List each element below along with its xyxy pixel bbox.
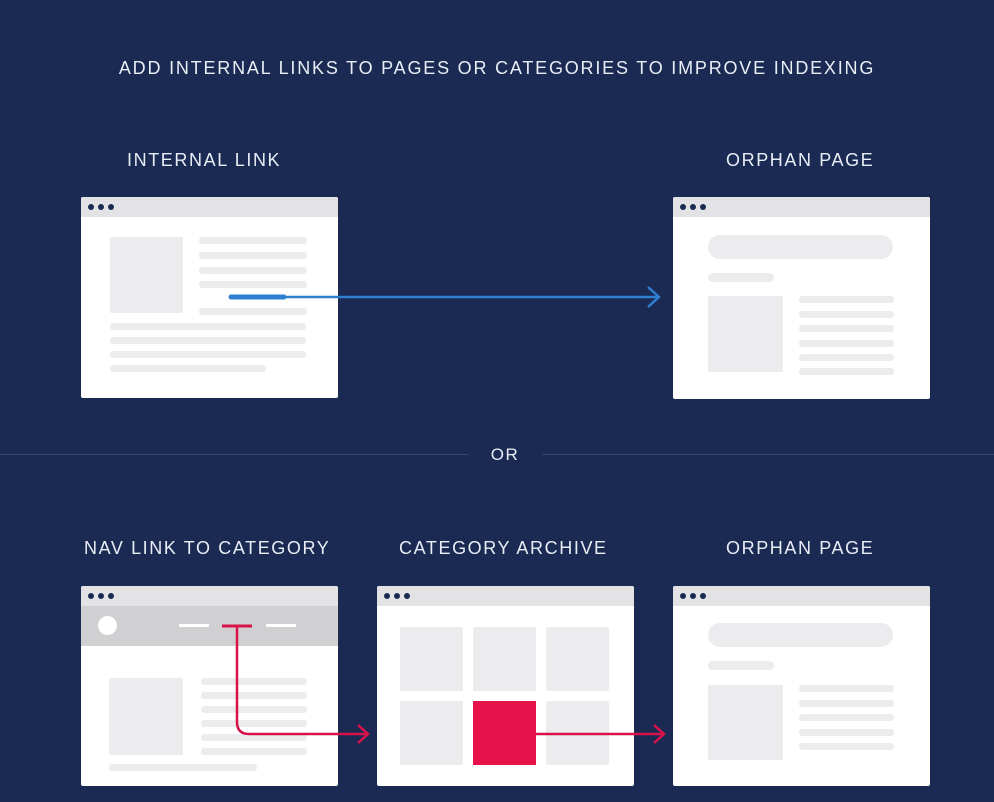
nav-link-label: NAV LINK TO CATEGORY [84, 538, 331, 558]
or-separator: OR [490, 445, 520, 464]
text-line [201, 720, 307, 727]
text-line [799, 685, 894, 692]
image-placeholder [109, 678, 183, 755]
window-dot [88, 593, 94, 599]
text-line [799, 311, 894, 318]
image-placeholder [708, 296, 783, 372]
window-dot [98, 204, 104, 210]
title-placeholder [708, 235, 893, 259]
text-line [799, 729, 894, 736]
divider-left [0, 454, 468, 455]
category-tile [546, 701, 609, 765]
window-dot [108, 593, 114, 599]
orphan-page-window-bottom [673, 586, 930, 786]
window-titlebar [81, 197, 338, 217]
text-line [110, 323, 306, 330]
text-line [799, 743, 894, 750]
window-dot [404, 593, 410, 599]
window-titlebar [377, 586, 634, 606]
category-archive-label: CATEGORY ARCHIVE [399, 538, 608, 558]
text-line [110, 337, 306, 344]
orphan-page-label-top: ORPHAN PAGE [726, 150, 875, 170]
text-line [201, 734, 307, 741]
window-dot [680, 593, 686, 599]
window-dot [690, 593, 696, 599]
window-titlebar [673, 586, 930, 606]
window-dot [700, 593, 706, 599]
subtitle-placeholder [708, 273, 774, 282]
image-placeholder [110, 237, 183, 313]
headline: ADD INTERNAL LINKS TO PAGES OR CATEGORIE… [118, 58, 876, 78]
orphan-page-window-top [673, 197, 930, 399]
category-tile [546, 627, 609, 691]
text-line [199, 308, 307, 315]
nav-item [266, 624, 296, 627]
category-link-arrowhead [653, 724, 666, 744]
text-line [799, 368, 894, 375]
text-line [199, 267, 307, 274]
window-dot [384, 593, 390, 599]
window-dot [680, 204, 686, 210]
internal-link-arrowhead [647, 286, 661, 308]
orphan-page-label-bottom: ORPHAN PAGE [726, 538, 875, 558]
divider-right [542, 454, 994, 455]
text-line [199, 252, 307, 259]
site-navbar [81, 606, 338, 646]
window-dot [700, 204, 706, 210]
text-line [201, 678, 307, 685]
text-line [799, 340, 894, 347]
text-line [799, 296, 894, 303]
category-archive-window [377, 586, 634, 786]
text-line [109, 764, 257, 771]
text-line [799, 354, 894, 361]
text-line [201, 748, 307, 755]
nav-link-arrowhead [357, 724, 370, 744]
logo-circle [98, 616, 117, 635]
text-line [199, 281, 307, 288]
window-dot [690, 204, 696, 210]
title-placeholder [708, 623, 893, 647]
text-line [799, 714, 894, 721]
text-line [799, 325, 894, 332]
highlighted-category-tile [473, 701, 536, 765]
window-dot [108, 204, 114, 210]
image-placeholder [708, 685, 783, 760]
nav-link-page-window [81, 586, 338, 786]
window-titlebar [81, 586, 338, 606]
window-titlebar [673, 197, 930, 217]
window-dot [98, 593, 104, 599]
internal-link-label: INTERNAL LINK [127, 150, 282, 170]
text-line [110, 351, 306, 358]
category-tile [400, 701, 463, 765]
category-tile [473, 627, 536, 691]
window-dot [394, 593, 400, 599]
internal-link-page-window [81, 197, 338, 398]
text-line [199, 237, 307, 244]
text-line [201, 692, 307, 699]
window-dot [88, 204, 94, 210]
text-line [799, 700, 894, 707]
text-line [110, 365, 266, 372]
category-tile [400, 627, 463, 691]
nav-item [179, 624, 209, 627]
subtitle-placeholder [708, 661, 774, 670]
text-line [201, 706, 307, 713]
